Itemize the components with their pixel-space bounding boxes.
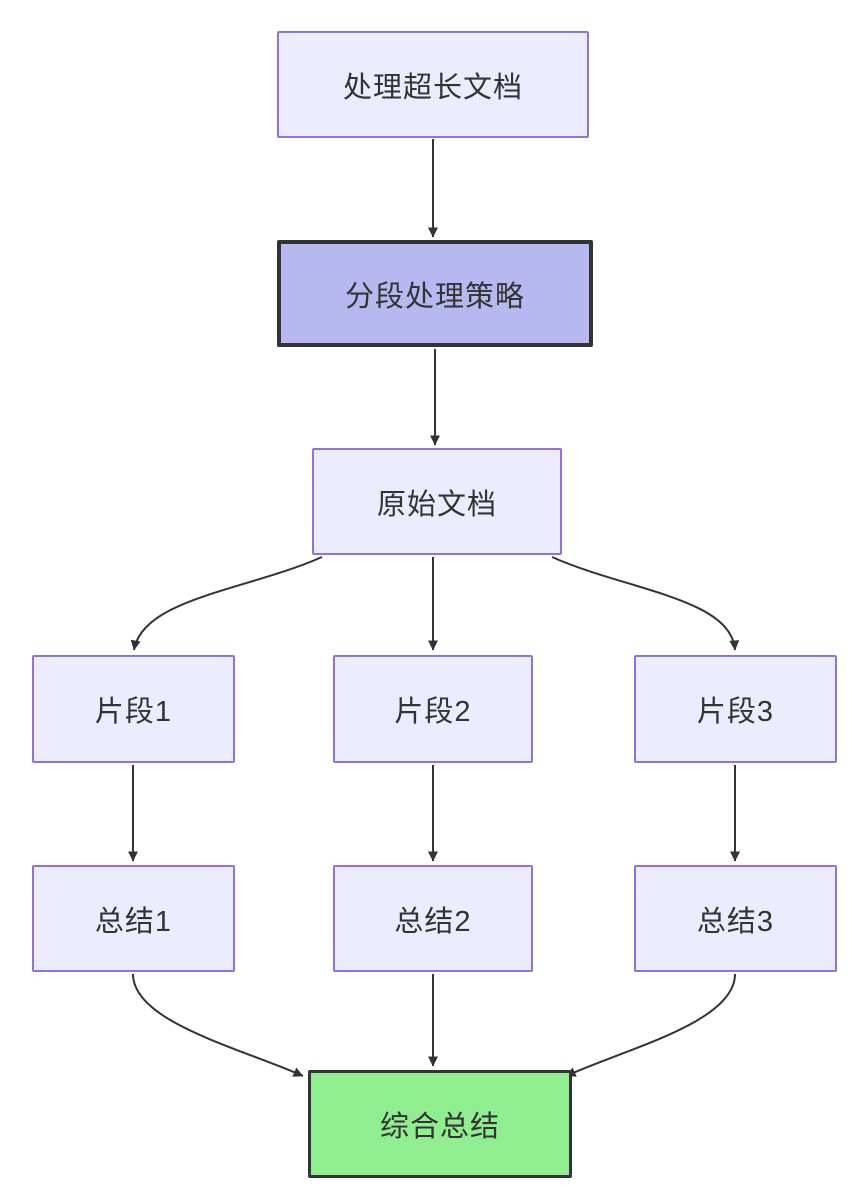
node-segmentation-strategy: 分段处理策略 bbox=[277, 240, 593, 347]
edge-summary3-to-final bbox=[565, 973, 736, 1077]
node-original-document: 原始文档 bbox=[312, 448, 562, 555]
node-summary-1: 总结1 bbox=[32, 865, 235, 972]
edge-document-to-fragment3 bbox=[551, 556, 740, 651]
node-fragment-1: 片段1 bbox=[32, 655, 235, 763]
node-fragment-2: 片段2 bbox=[333, 655, 533, 763]
node-process-long-document: 处理超长文档 bbox=[277, 31, 589, 138]
node-summary-2: 总结2 bbox=[333, 865, 533, 972]
edge-summary1-to-final bbox=[132, 973, 304, 1077]
node-final-summary: 综合总结 bbox=[308, 1070, 572, 1178]
node-summary-3: 总结3 bbox=[634, 865, 837, 972]
edge-document-to-fragment1 bbox=[130, 556, 323, 651]
node-fragment-3: 片段3 bbox=[634, 655, 837, 763]
